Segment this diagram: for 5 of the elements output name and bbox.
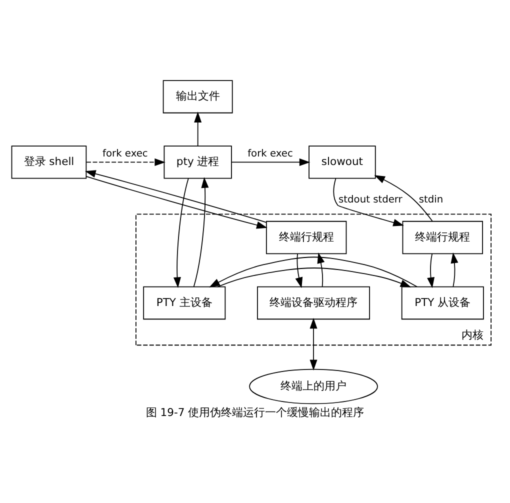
edge-label: stdout stderr	[338, 194, 402, 206]
edge-label: stdin	[418, 194, 444, 206]
edge-label: fork exec	[248, 148, 293, 160]
caption: 图 19-7 使用伪终端运行一个缓慢输出的程序	[146, 406, 364, 419]
edge-label: fork exec	[102, 148, 148, 160]
